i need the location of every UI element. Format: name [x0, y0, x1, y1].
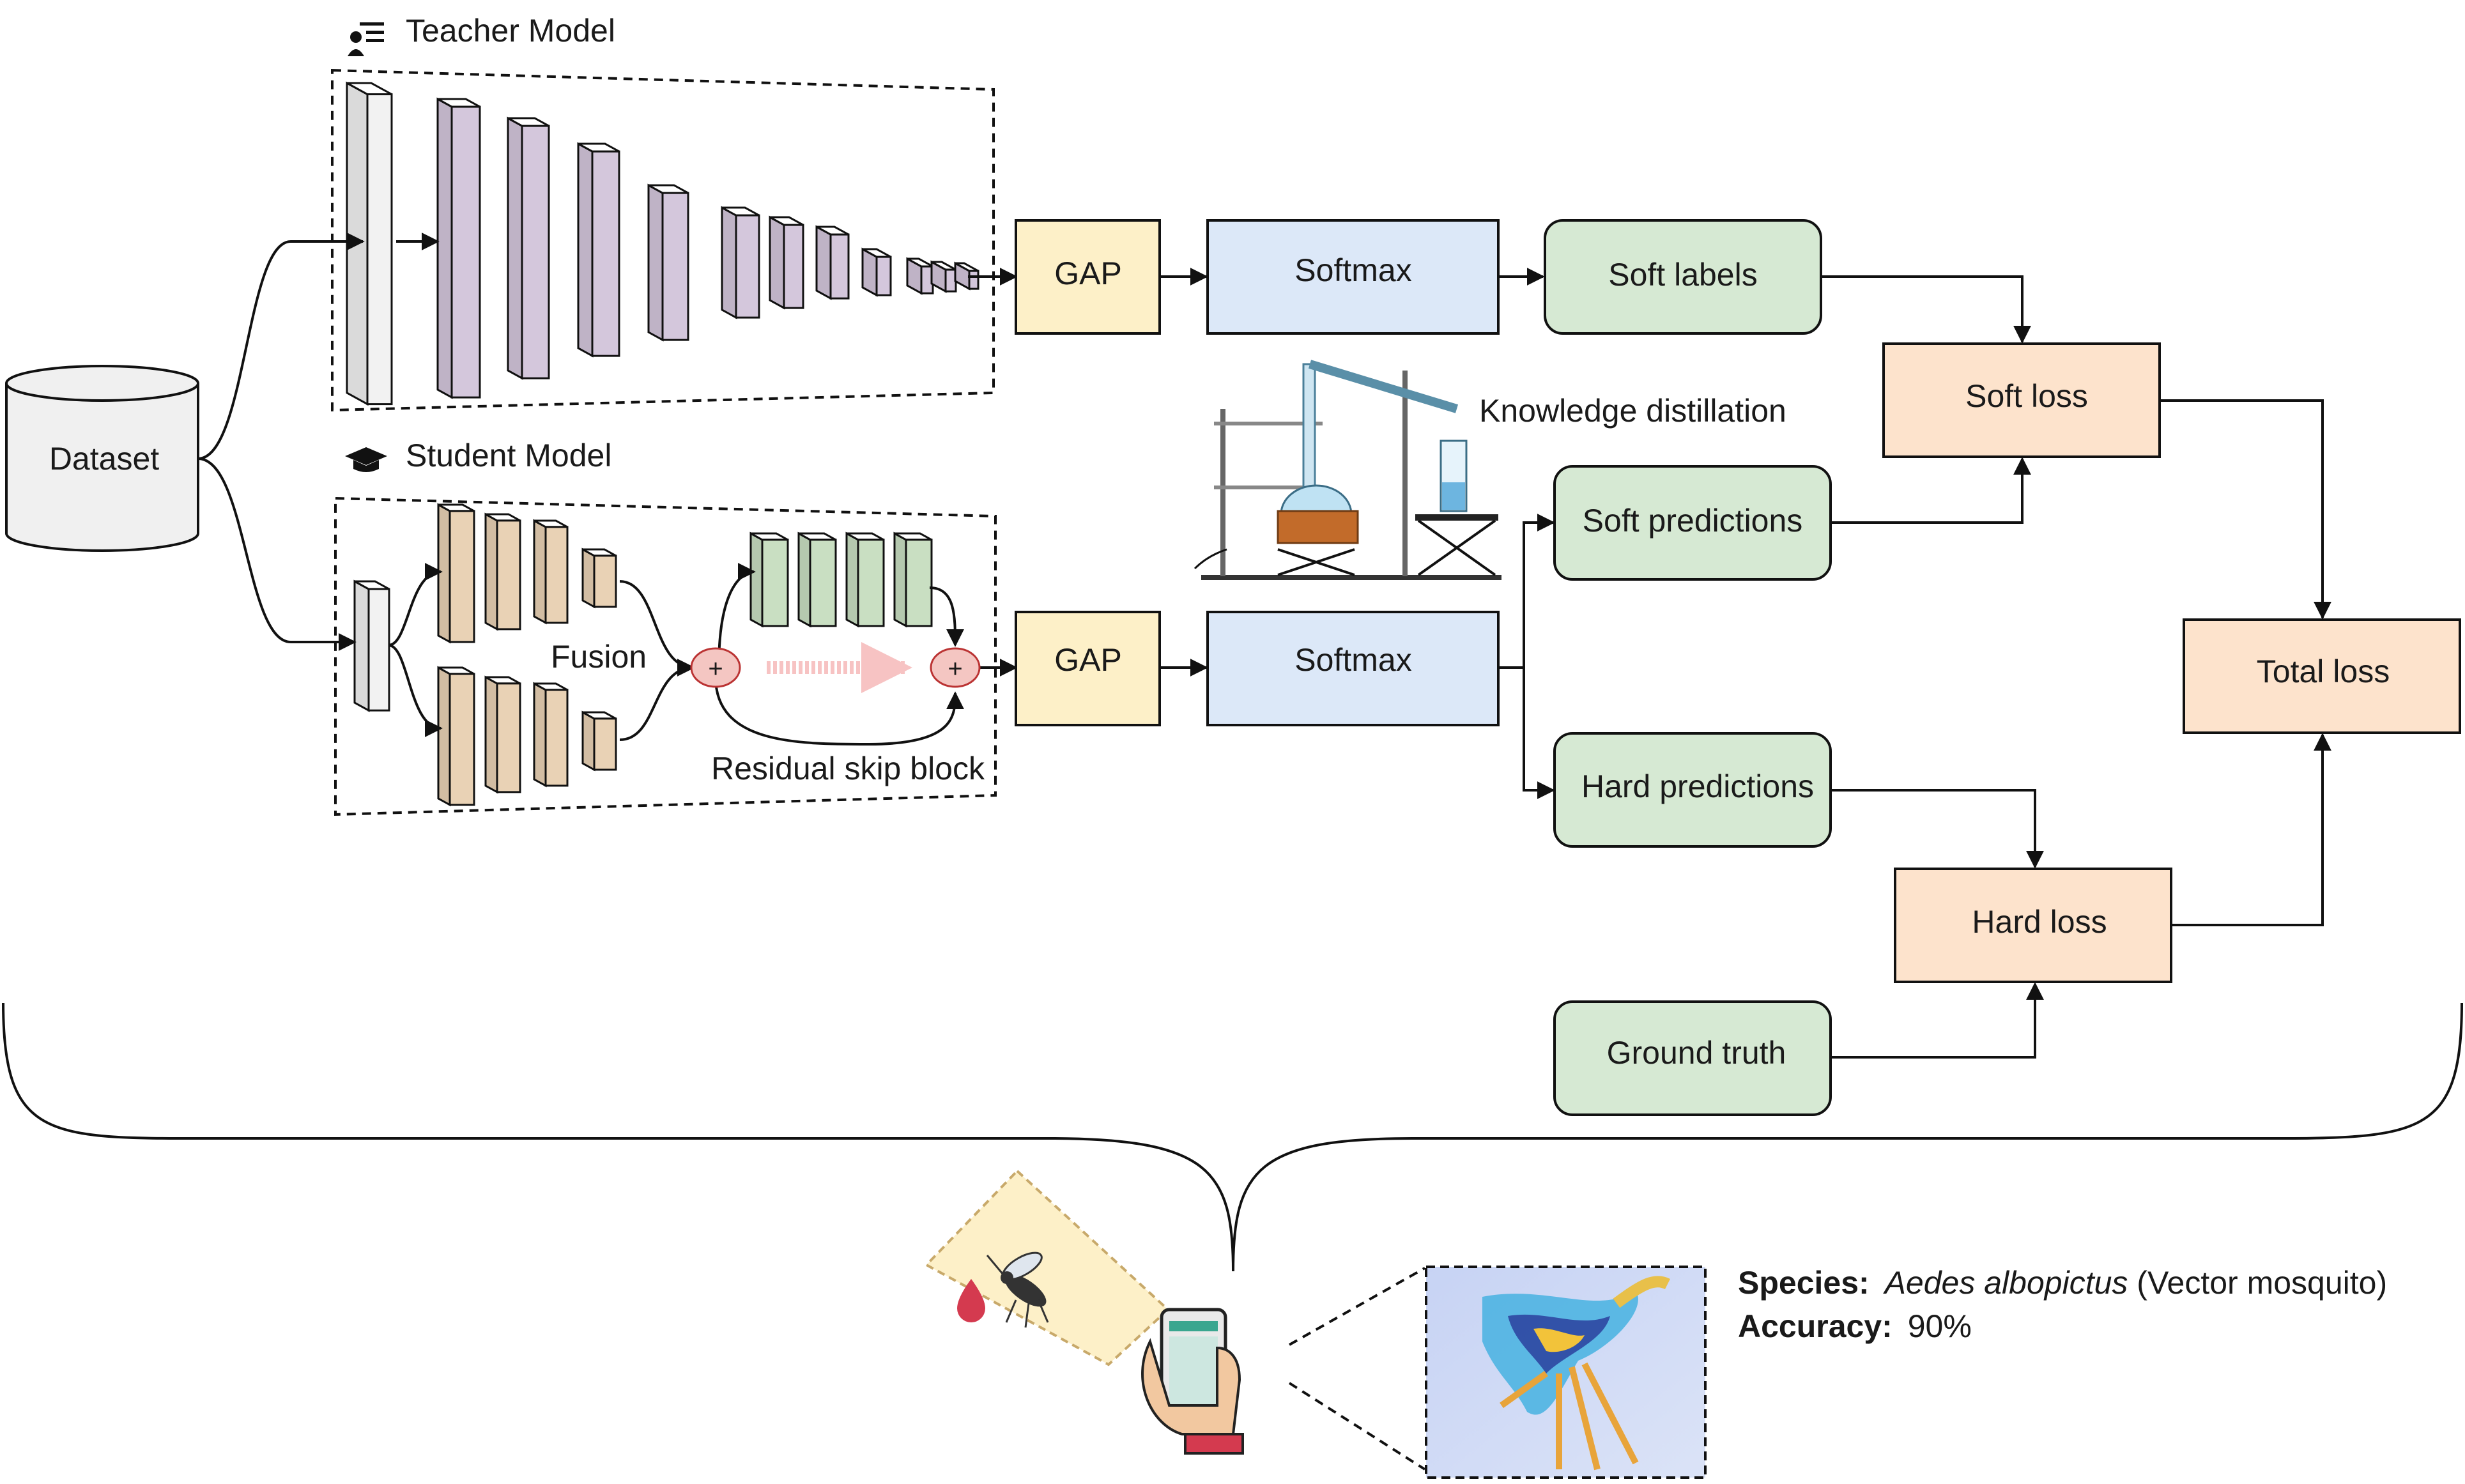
- residual-layer: [749, 532, 789, 628]
- teacher-conv-layer: [906, 257, 934, 295]
- svg-text:Soft labels: Soft labels: [1608, 257, 1757, 293]
- svg-text:Total loss: Total loss: [2257, 654, 2390, 689]
- teacher-layers: [346, 81, 979, 406]
- fusion-label: Fusion: [551, 639, 647, 675]
- student-input-layer: [353, 579, 390, 712]
- dataset-label: Dataset: [49, 441, 159, 477]
- svg-text:Hard loss: Hard loss: [1972, 904, 2107, 940]
- mosquito-icon: [986, 1251, 1049, 1328]
- svg-text:Softmax: Softmax: [1294, 642, 1411, 678]
- student-layers: [353, 503, 933, 807]
- residual-layer: [845, 532, 885, 628]
- student-title: Student Model: [406, 438, 611, 473]
- hard-loss-box: Hard loss: [1894, 868, 2172, 983]
- teacher-model-section: Teacher Model: [331, 13, 1018, 412]
- teacher-conv-layer: [507, 116, 550, 380]
- svg-text:Hard predictions: Hard predictions: [1581, 769, 1814, 804]
- graduation-cap-icon: [345, 447, 387, 472]
- svg-text:+: +: [948, 655, 962, 683]
- knowledge-distillation-label: Knowledge distillation: [1479, 393, 1786, 429]
- blood-drop-icon: [957, 1279, 985, 1322]
- smartphone-hand-icon: [1141, 1308, 1244, 1455]
- student-dashed-frame: [334, 496, 997, 816]
- residual-skip-label: Residual skip block: [711, 751, 985, 786]
- fusion-plus-node: +: [690, 647, 741, 688]
- svg-text:+: +: [708, 655, 723, 683]
- zoom-lines: [1288, 1267, 1426, 1471]
- svg-text:GAP: GAP: [1054, 256, 1122, 291]
- dataset-cylinder: Dataset: [5, 365, 199, 552]
- accuracy-value: 90%: [1908, 1308, 1972, 1344]
- soft-loss-box: Soft loss: [1882, 342, 2161, 458]
- svg-text:Softmax: Softmax: [1294, 252, 1411, 288]
- teacher-title: Teacher Model: [406, 13, 615, 49]
- svg-text:Soft loss: Soft loss: [1965, 378, 2088, 414]
- soft-predictions-box: Soft predictions: [1553, 465, 1832, 581]
- student-conv-layer-upper: [484, 512, 521, 631]
- total-loss-box: Total loss: [2183, 618, 2461, 734]
- teacher-conv-layer: [647, 183, 689, 342]
- accuracy-key: Accuracy:: [1738, 1308, 1893, 1344]
- dataset-to-teacher-arrow: [197, 233, 365, 460]
- softmax-teacher-box: Softmax: [1206, 219, 1500, 335]
- teacher-conv-layer: [436, 97, 481, 399]
- student-conv-layer-upper: [581, 547, 617, 609]
- gap-student-box: GAP: [1015, 611, 1161, 726]
- student-conv-layer-lower: [533, 682, 569, 788]
- species-name: Aedes albopictus: [1883, 1265, 2128, 1301]
- teacher-conv-layer: [721, 206, 760, 319]
- teacher-input-layer: [346, 81, 393, 406]
- softmax-student-box: Softmax: [1206, 611, 1500, 726]
- teacher-conv-layer: [930, 260, 957, 293]
- curly-brace: [2, 1002, 2463, 1272]
- teacher-conv-layer: [577, 142, 620, 358]
- teacher-icon: [348, 22, 384, 56]
- species-note: (Vector mosquito): [2137, 1265, 2387, 1301]
- species-key: Species:: [1738, 1265, 1870, 1301]
- svg-text:Ground truth: Ground truth: [1607, 1035, 1786, 1071]
- svg-text:Soft predictions: Soft predictions: [1583, 503, 1803, 539]
- teacher-conv-layer: [954, 261, 979, 291]
- accuracy-line: Accuracy: 90%: [1738, 1308, 1972, 1344]
- student-conv-layer-lower: [581, 710, 617, 772]
- teacher-conv-layer: [815, 225, 850, 300]
- soft-labels-box: Soft labels: [1544, 219, 1822, 335]
- student-conv-layer-lower: [437, 666, 475, 807]
- student-conv-layer-upper: [437, 503, 475, 644]
- residual-plus-node: +: [930, 647, 981, 688]
- teacher-conv-layer: [861, 247, 892, 297]
- teacher-conv-layer: [769, 215, 804, 310]
- ground-truth-box: Ground truth: [1553, 1000, 1832, 1116]
- species-line: Species: Aedes albopictus (Vector mosqui…: [1738, 1265, 2387, 1301]
- gap-teacher-box: GAP: [1015, 219, 1161, 335]
- residual-layer: [893, 532, 933, 628]
- lab-apparatus-icon: [1194, 360, 1501, 580]
- student-model-section: Student Model + + Fusion Residual skip b…: [334, 438, 1018, 816]
- hard-predictions-box: Hard predictions: [1553, 732, 1832, 848]
- camera-view-cone: [924, 1169, 1170, 1366]
- svg-text:GAP: GAP: [1054, 642, 1122, 678]
- student-conv-layer-lower: [484, 675, 521, 794]
- mosquito-heatmap-image: [1425, 1266, 1707, 1479]
- residual-layer: [797, 532, 837, 628]
- student-conv-layer-upper: [533, 519, 569, 625]
- dataset-to-student-arrow: [197, 457, 357, 651]
- teacher-dashed-frame: [331, 68, 995, 412]
